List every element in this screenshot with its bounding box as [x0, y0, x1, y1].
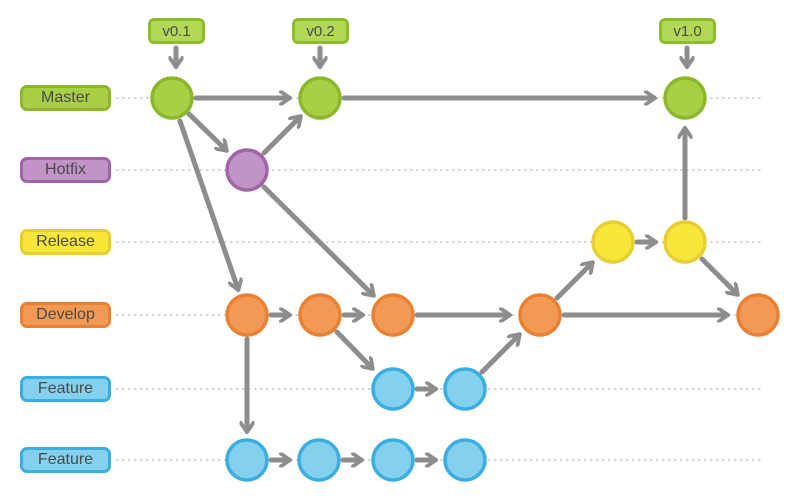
edge-d2-f1a [334, 329, 372, 368]
branch-label-release: Release [20, 229, 111, 255]
commit-f1a [371, 367, 415, 411]
edge-m1-h1 [186, 111, 226, 150]
branch-label-master: Master [20, 85, 111, 111]
commit-m3 [663, 76, 707, 120]
commit-r2 [663, 220, 707, 264]
lane-dotted-lines [116, 97, 764, 461]
commit-d4 [518, 293, 562, 337]
edge-m1-d1 [177, 118, 238, 289]
commit-d1 [225, 293, 269, 337]
edge-r2-d5 [699, 256, 737, 294]
edge-f1b-d4 [479, 335, 519, 375]
edge-h1-m2 [261, 117, 300, 156]
commit-f1b [443, 367, 487, 411]
commit-f2a [225, 438, 269, 482]
version-tag-v1-0: v1.0 [659, 18, 716, 44]
commit-d2 [298, 293, 342, 337]
edge-h1-d3 [261, 184, 373, 295]
commit-m2 [298, 76, 342, 120]
commit-h1 [225, 148, 269, 192]
version-tag-v0-1: v0.1 [148, 18, 205, 44]
branch-label-feature-1: Feature [20, 376, 111, 402]
commit-nodes [150, 76, 780, 482]
branch-label-develop: Develop [20, 302, 111, 328]
branch-label-feature-2: Feature [20, 447, 111, 473]
commit-arrows [176, 45, 737, 460]
edge-d4-r1 [554, 263, 592, 301]
commit-m1 [150, 76, 194, 120]
commit-r1 [591, 220, 635, 264]
branch-label-hotfix: Hotfix [20, 157, 111, 183]
commit-d3 [371, 293, 415, 337]
commit-d5 [736, 293, 780, 337]
version-tag-v0-2: v0.2 [292, 18, 349, 44]
commit-f2d [443, 438, 487, 482]
commit-f2c [371, 438, 415, 482]
commit-f2b [297, 438, 341, 482]
